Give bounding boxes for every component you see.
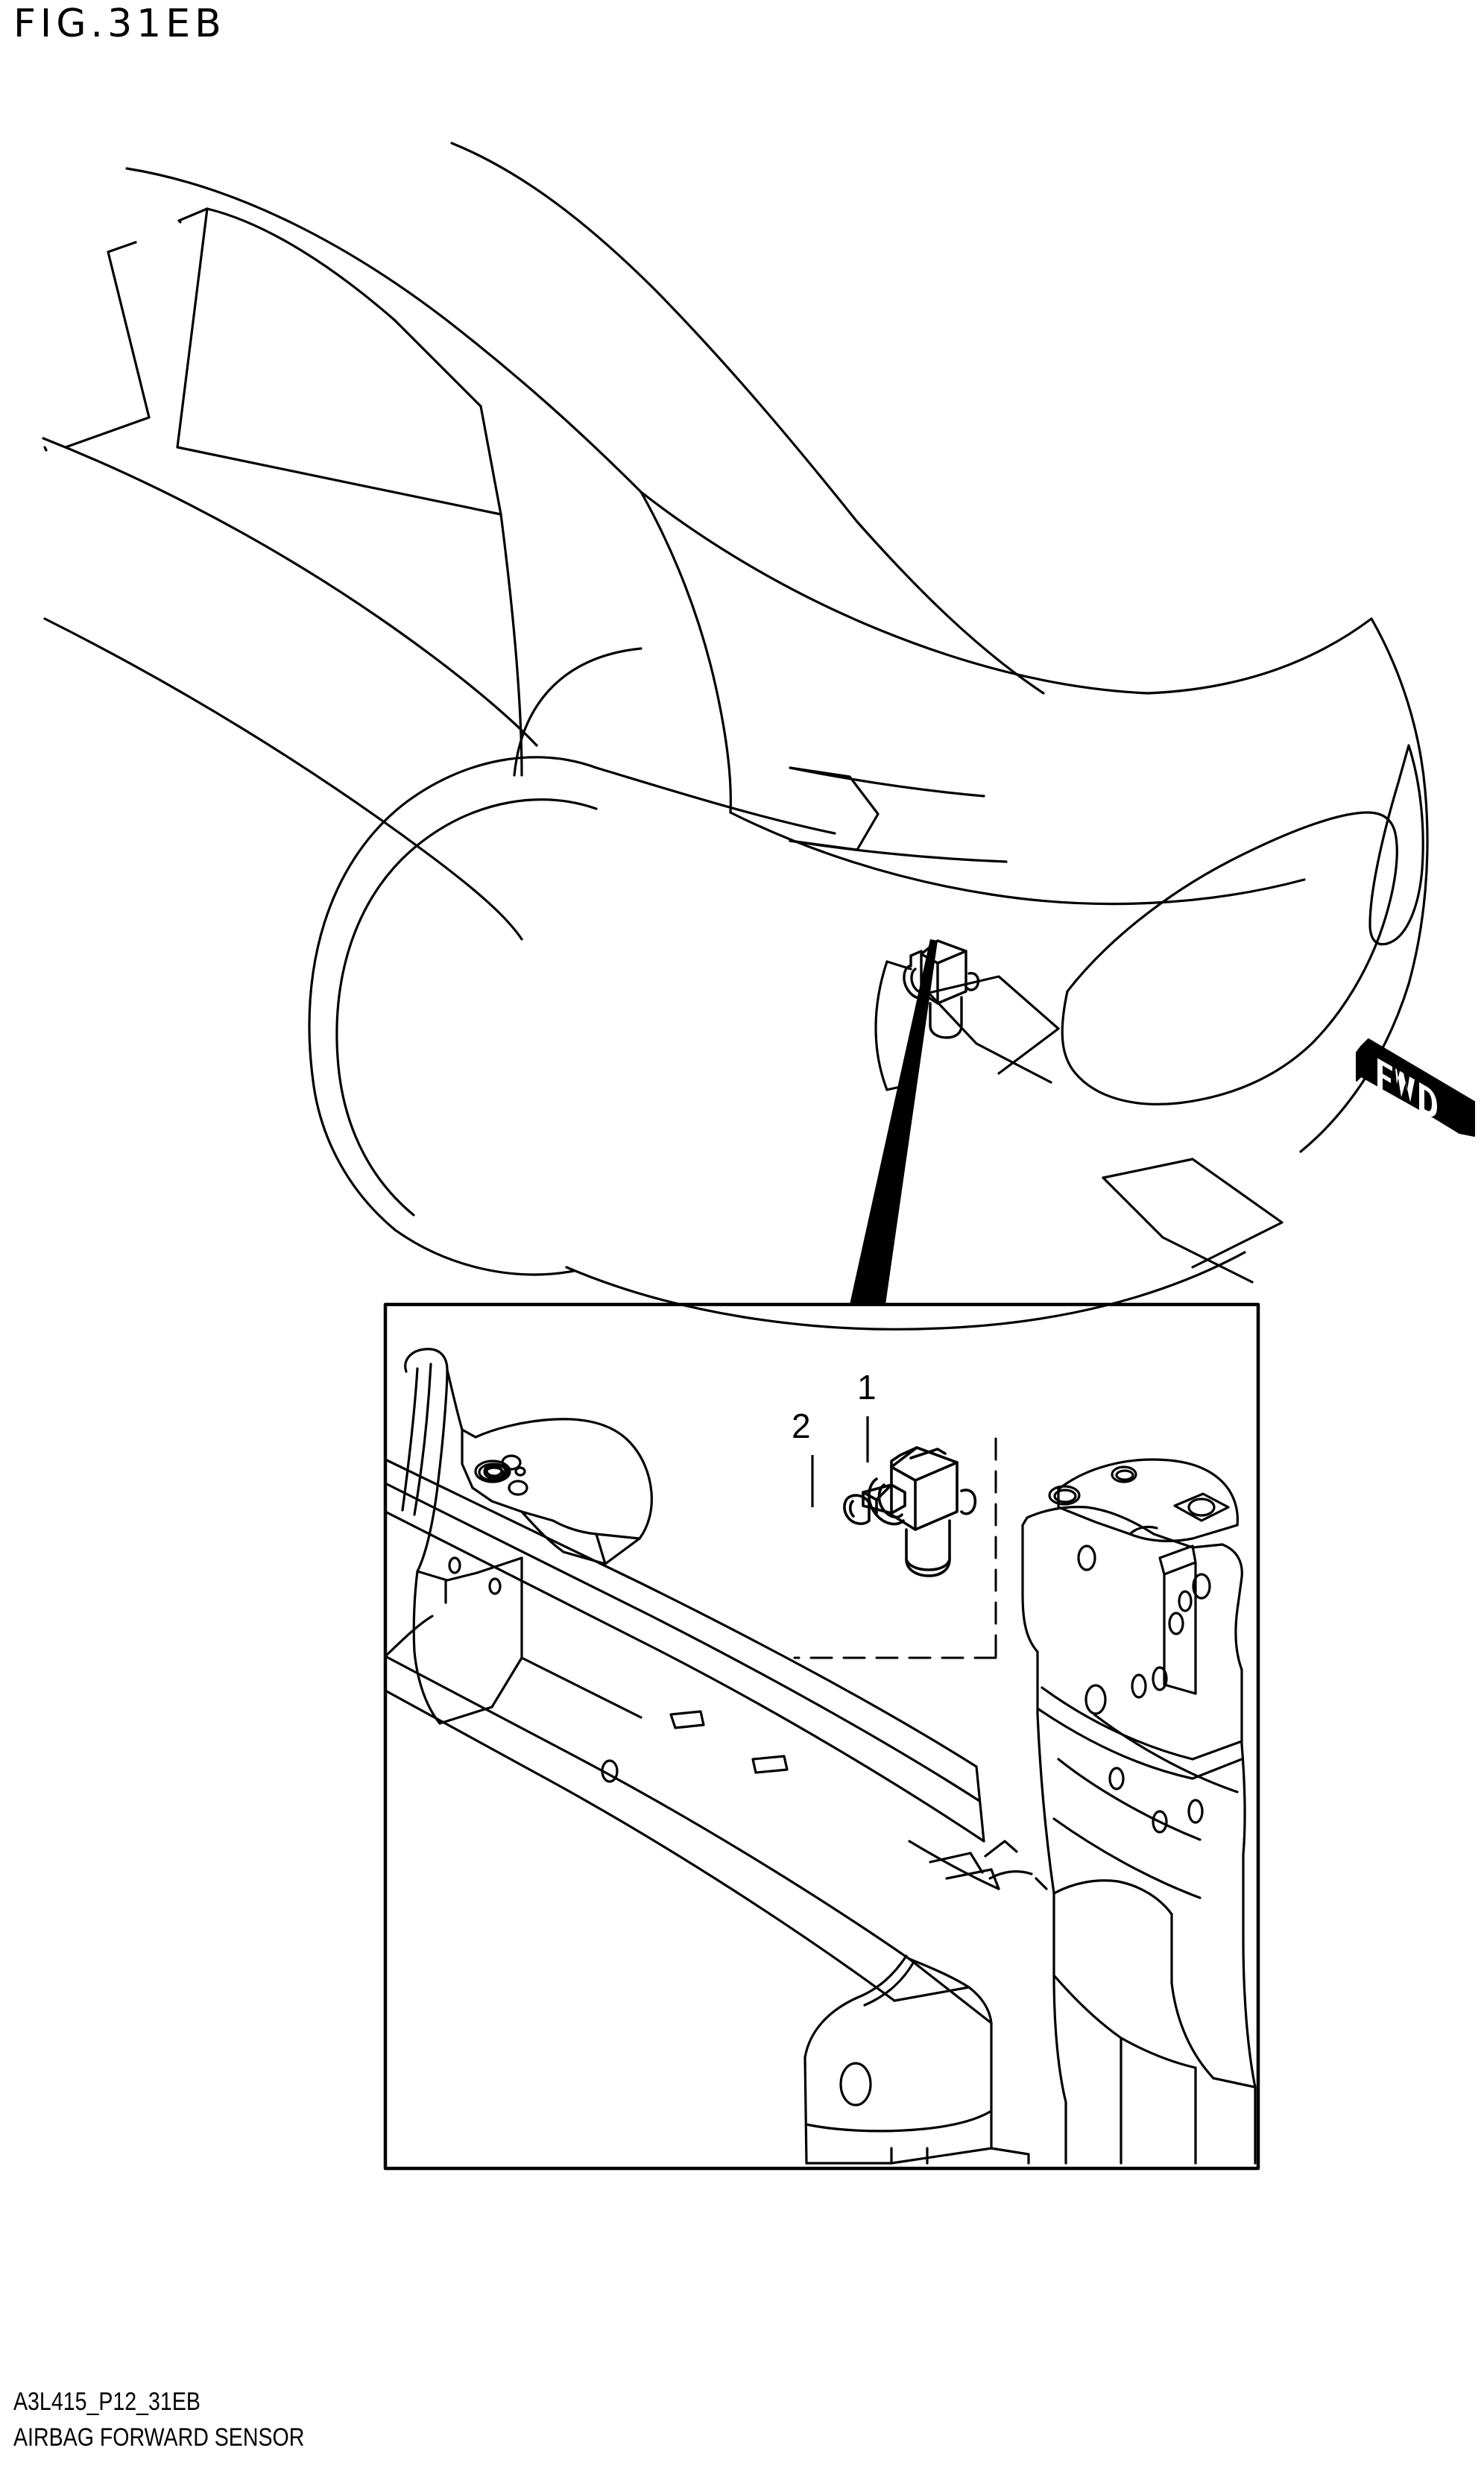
fender-apron-bracket	[1021, 1458, 1257, 2165]
footer: A3L415_P12_31EB AIRBAG FORWARD SENSOR	[13, 2384, 684, 2456]
vehicle-outline	[42, 142, 1429, 1153]
page-title: FIG.31EB	[13, 1, 226, 46]
detail-view-pointer	[850, 939, 938, 1304]
frame-horn-bracket	[803, 1954, 1030, 2165]
vehicle-outline-secondary	[43, 617, 836, 1276]
sensor-mounting-bolt	[843, 1483, 906, 1525]
assembly-reference-lines	[793, 1437, 997, 1659]
sensor-on-vehicle	[903, 939, 980, 1039]
figure-description: AIRBAG FORWARD SENSOR	[13, 2423, 305, 2452]
grille-and-bumper-details	[565, 766, 1283, 1331]
beam-apron-joints	[908, 1840, 1048, 1890]
headlight-outline	[1061, 744, 1424, 1105]
radiator-support-structure	[384, 1348, 985, 2002]
callout-number-1: 1	[857, 1368, 877, 1407]
forward-sensor-detail	[868, 1446, 977, 1577]
detail-view-frame	[383, 1302, 1260, 2171]
forward-direction-arrow	[1356, 1038, 1475, 1137]
callout-number-2: 2	[792, 1407, 811, 1445]
drawing-code: A3L415_P12_31EB	[13, 2388, 201, 2416]
